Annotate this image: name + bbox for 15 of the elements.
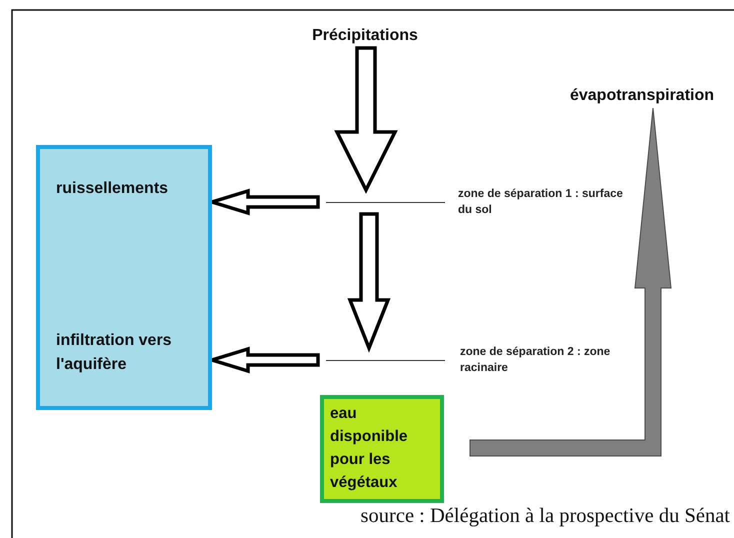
zone-label: zone de séparation 1 : surface du sol	[458, 187, 624, 218]
zone-label: zone de séparation 2 : zone racinaire	[460, 345, 612, 376]
box-label: eau disponible pour les végétaux	[330, 404, 408, 493]
flow-label: Précipitations	[280, 24, 450, 48]
block-arrow	[470, 108, 672, 456]
box-label: ruissellements	[56, 179, 170, 199]
block-arrow	[334, 46, 398, 194]
separation-line	[326, 202, 445, 203]
flow-box	[320, 395, 444, 503]
flow-box	[36, 145, 212, 410]
box-label: infiltration vers l'aquifère	[56, 331, 173, 375]
block-arrow	[347, 212, 391, 353]
flow-label: évapotranspiration	[550, 84, 734, 108]
caption: source : Délégation à la prospective du Sénat	[360, 505, 731, 528]
separation-line	[326, 360, 445, 361]
